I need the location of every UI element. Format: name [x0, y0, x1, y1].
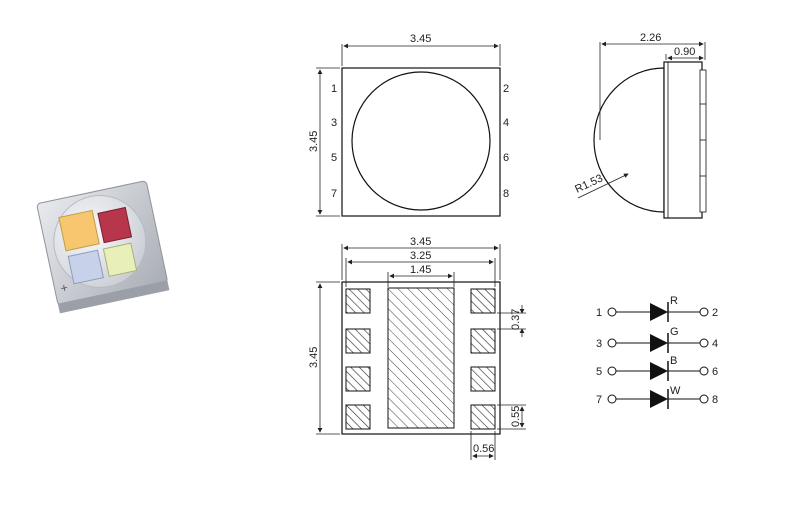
- bottom-pad-width-label: 1.45: [410, 264, 431, 276]
- diode-red: 1 2 R: [596, 295, 718, 322]
- white-die: [58, 209, 100, 252]
- bottom-outer-width-label: 3.45: [410, 236, 431, 248]
- side-body-height-label: 0.90: [674, 46, 695, 58]
- cathode-pin-4: 4: [712, 338, 718, 350]
- plus-mark: +: [59, 280, 69, 295]
- top-width-label: 3.45: [410, 33, 431, 45]
- anode-pin-3: 3: [596, 338, 602, 350]
- pin-height-label: 0.55: [510, 406, 522, 427]
- pad-pin-4: [470, 328, 496, 354]
- side-view: 2.26 0.90 R1.53: [573, 32, 707, 219]
- pad-pin-7: [345, 404, 371, 430]
- diode-blue: 5 6 B: [596, 355, 718, 381]
- anode-pin-5: 5: [596, 366, 602, 378]
- pad-pin-2: [470, 288, 496, 314]
- pad-pin-6: [470, 366, 496, 392]
- diode-white: 7 8 W: [596, 385, 718, 409]
- pin-label-2: 2: [503, 83, 509, 95]
- cathode-pin-6: 6: [712, 366, 718, 378]
- diode-green: 3 4 G: [596, 326, 718, 353]
- pin-width-label: 0.56: [473, 443, 494, 455]
- pin-label-1: 1: [331, 83, 337, 95]
- color-code-r: R: [670, 295, 678, 307]
- pin-label-3: 3: [331, 117, 337, 129]
- red-die: [97, 206, 133, 244]
- pad-pin-8: [470, 404, 496, 430]
- top-height-label: 3.45: [308, 131, 320, 152]
- pin-label-4: 4: [503, 117, 509, 129]
- pin-label-8: 8: [503, 188, 509, 200]
- color-code-g: G: [670, 326, 679, 338]
- pad-pin-3: [345, 328, 371, 354]
- bottom-inner-width-label: 3.25: [410, 250, 431, 262]
- pad-pin-5: [345, 366, 371, 392]
- anode-pin-1: 1: [596, 307, 602, 319]
- color-code-w: W: [670, 385, 681, 397]
- pin-label-6: 6: [503, 152, 509, 164]
- pin-pitch-label: 0.37: [510, 309, 522, 330]
- led-photo: +: [36, 180, 170, 314]
- cathode-pin-2: 2: [712, 307, 718, 319]
- pin-label-7: 7: [331, 188, 337, 200]
- green-die: [102, 242, 138, 277]
- cathode-pin-8: 8: [712, 394, 718, 406]
- bottom-height-label: 3.45: [308, 347, 320, 368]
- radius-label: R1.53: [573, 172, 605, 195]
- schematic: 1 2 R 3 4 G 5: [596, 295, 718, 409]
- blue-die: [67, 249, 104, 285]
- thermal-pad: [387, 287, 455, 429]
- anode-pin-7: 7: [596, 394, 602, 406]
- bottom-view: 3.45 3.25 1.45 3.45 0.37 0.55 0.56: [308, 236, 526, 460]
- top-view: 3.45 3.45 1 3 5 7 2 4 6 8: [308, 33, 509, 217]
- pin-label-5: 5: [331, 152, 337, 164]
- pad-pin-1: [345, 288, 371, 314]
- color-code-b: B: [670, 355, 677, 367]
- side-total-height-label: 2.26: [640, 32, 661, 44]
